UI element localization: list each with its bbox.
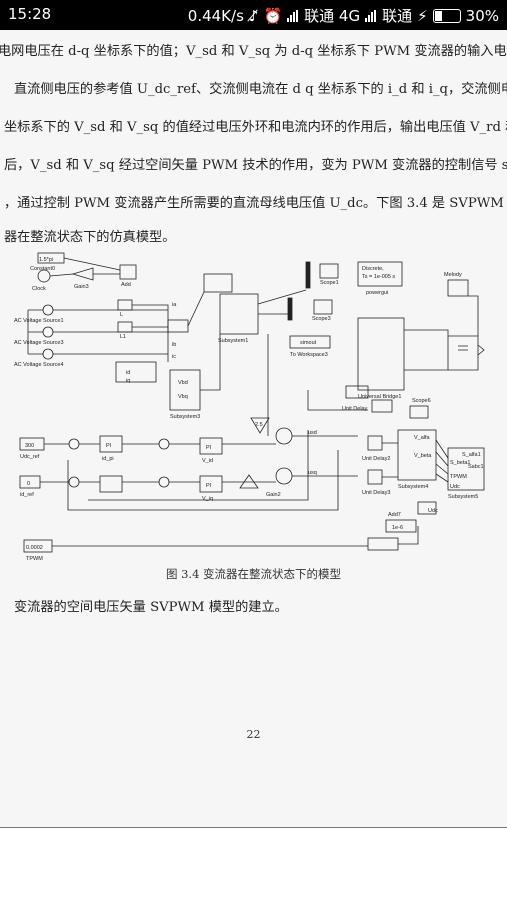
figure-caption: 图 3.4 变流器在整流状态下的模型 — [165, 567, 342, 581]
status-bar: 15:28 0.44K/s ♪̸ ⏰ 联通 4G 联通 ⚡ 30% — [0, 0, 507, 30]
fig-label-id-ref-val: 0 — [27, 481, 30, 487]
next-page-area[interactable] — [0, 827, 507, 901]
fig-label-src1: AC Voltage Source1 — [14, 318, 64, 324]
fig-label-subsys3: Subsystem3 — [170, 414, 200, 420]
text-line-6: 器在整流状态下的仿真模型。 — [4, 230, 176, 245]
fig-label-id-ref: id_ref — [20, 492, 34, 498]
fig-label-unit-delay3: Unit Delay3 — [362, 490, 390, 496]
fig-label-melody: Melody — [444, 272, 462, 278]
text-line-5: ，通过控制 PWM 变流器产生所需要的直流母线电压值 U_dc。下图 3.4 是… — [4, 196, 504, 211]
fig-label-usq: usq — [308, 470, 317, 476]
fig-label-tpwm-in: TPWM — [450, 474, 467, 480]
fig-label-tpwm-val: 0.0002 — [26, 545, 43, 551]
fig-label-udc-ref: Udc_ref — [20, 454, 40, 460]
fig-label-src3: AC Voltage Source3 — [14, 340, 64, 346]
fig-label-usd: usd — [308, 430, 317, 436]
fig-label-sabc: Sabc1 — [468, 464, 484, 470]
fig-label-gain25: 2.5 — [255, 422, 263, 428]
fig-label-scope3: Scope3 — [312, 316, 331, 322]
fig-label-sa: S_alfa1 — [462, 452, 481, 458]
fig-label-vd-beta: V_beta — [414, 453, 432, 459]
document-page[interactable]: 电网电压在 d-q 坐标系下的值；V_sd 和 V_sq 为 d-q 坐标系下 … — [0, 30, 507, 827]
fig-label-unit-delay: Unit Delay — [342, 406, 368, 412]
fig-label-add7: Add7 — [388, 512, 401, 518]
simulink-model-figure: 1.5*pi Clock Constant0 Gain3 Add AC Volt… — [14, 252, 485, 562]
text-after-figure: 变流器的空间电压矢量 SVPWM 模型的建立。 — [14, 600, 288, 615]
text-line-3: 坐标系下的 V_sd 和 V_sq 的值经过电压外环和电流内环的作用后，输出电压… — [4, 120, 507, 135]
fig-label-subsys5: Subsystem5 — [448, 494, 478, 500]
carrier-one: 联通 4G — [304, 7, 361, 25]
fig-label-ia: ia — [172, 302, 177, 308]
fig-label-const0: Constant0 — [30, 266, 55, 272]
fig-label-unit-delay2: Unit Delay2 — [362, 456, 390, 462]
text-line-2: 直流侧电压的参考值 U_dc_ref、交流侧电流在 d q 坐标系下的 i_d … — [14, 82, 507, 97]
fig-label-vbd: Vbd — [178, 380, 188, 386]
fig-label-pi3: PI — [206, 483, 212, 489]
fig-label-gain2: Gain2 — [266, 492, 281, 498]
clock-time: 15:28 — [8, 5, 52, 23]
fig-label-src4: AC Voltage Source4 — [14, 362, 64, 368]
fig-label-sb: S_beta1 — [450, 460, 471, 466]
alarm-icon: ⏰ — [263, 6, 283, 25]
page-number: 22 — [246, 728, 261, 741]
fig-label-ic: ic — [172, 354, 176, 360]
fig-label-vbq: Vbq — [178, 394, 188, 400]
charging-icon: ⚡ — [417, 6, 428, 25]
battery-level: 30% — [465, 6, 499, 25]
fig-label-powergui: powergui — [366, 290, 388, 296]
fig-label-pi2: PI — [206, 445, 212, 451]
text-line-4: 后，V_sd 和 V_sq 经过空间矢量 PWM 技术的作用，变为 PWM 变流… — [4, 158, 507, 173]
fig-label-ts: Ts = 1e-005 s — [362, 274, 395, 280]
fig-label-iq: iq — [126, 378, 130, 384]
fig-label-bridge: Universal Bridge1 — [358, 394, 401, 400]
fig-label-v-iq: V_iq — [202, 496, 213, 502]
fig-label-v-id: V_id — [202, 458, 213, 464]
signal-icon — [287, 9, 299, 22]
fig-label-l: L — [120, 312, 123, 318]
fig-label-discrete: Discrete, — [362, 266, 384, 272]
mute-icon: ♪̸ — [248, 6, 259, 25]
fig-label-id: id — [126, 370, 130, 376]
fig-label-udc: Udc — [428, 508, 438, 514]
fig-label-udc-ref-val: 300 — [25, 443, 34, 449]
carrier-two: 联通 — [382, 7, 413, 25]
fig-label-id-pi: id_pi — [102, 456, 114, 462]
fig-label-ib: ib — [172, 342, 176, 348]
fig-label-clock: Clock — [32, 286, 46, 292]
fig-label-add: Add — [121, 282, 131, 288]
fig-label-udc-in: Udc — [450, 484, 460, 490]
fig-label-vd-alpha: V_alfa — [414, 435, 431, 441]
fig-label-subsys1: Subsystem1 — [218, 338, 248, 344]
fig-label-k1e6: 1e-6 — [392, 525, 403, 531]
fig-label-to-ws: To Workspace3 — [290, 352, 328, 358]
status-icons: 0.44K/s ♪̸ ⏰ 联通 4G 联通 ⚡ 30% — [188, 5, 499, 26]
battery-icon — [432, 8, 461, 23]
fig-label-tpwm: TPWM — [26, 556, 43, 562]
fig-label-gain3: Gain3 — [74, 284, 89, 290]
fig-label-subsys4: Subsystem4 — [398, 484, 428, 490]
fig-label-l1: L1 — [120, 334, 126, 340]
fig-label-simout: simout — [300, 340, 317, 346]
text-line-1: 电网电压在 d-q 坐标系下的值；V_sd 和 V_sq 为 d-q 坐标系下 … — [0, 44, 507, 59]
fig-label-pi1: PI — [106, 443, 112, 449]
fig-label-scope6: Scope6 — [412, 398, 431, 404]
fig-label-const-top: 1.5*pi — [39, 257, 53, 263]
signal-icon-2 — [365, 9, 377, 22]
fig-label-scope1: Scope1 — [320, 280, 339, 286]
network-speed: 0.44K/s — [187, 6, 244, 25]
